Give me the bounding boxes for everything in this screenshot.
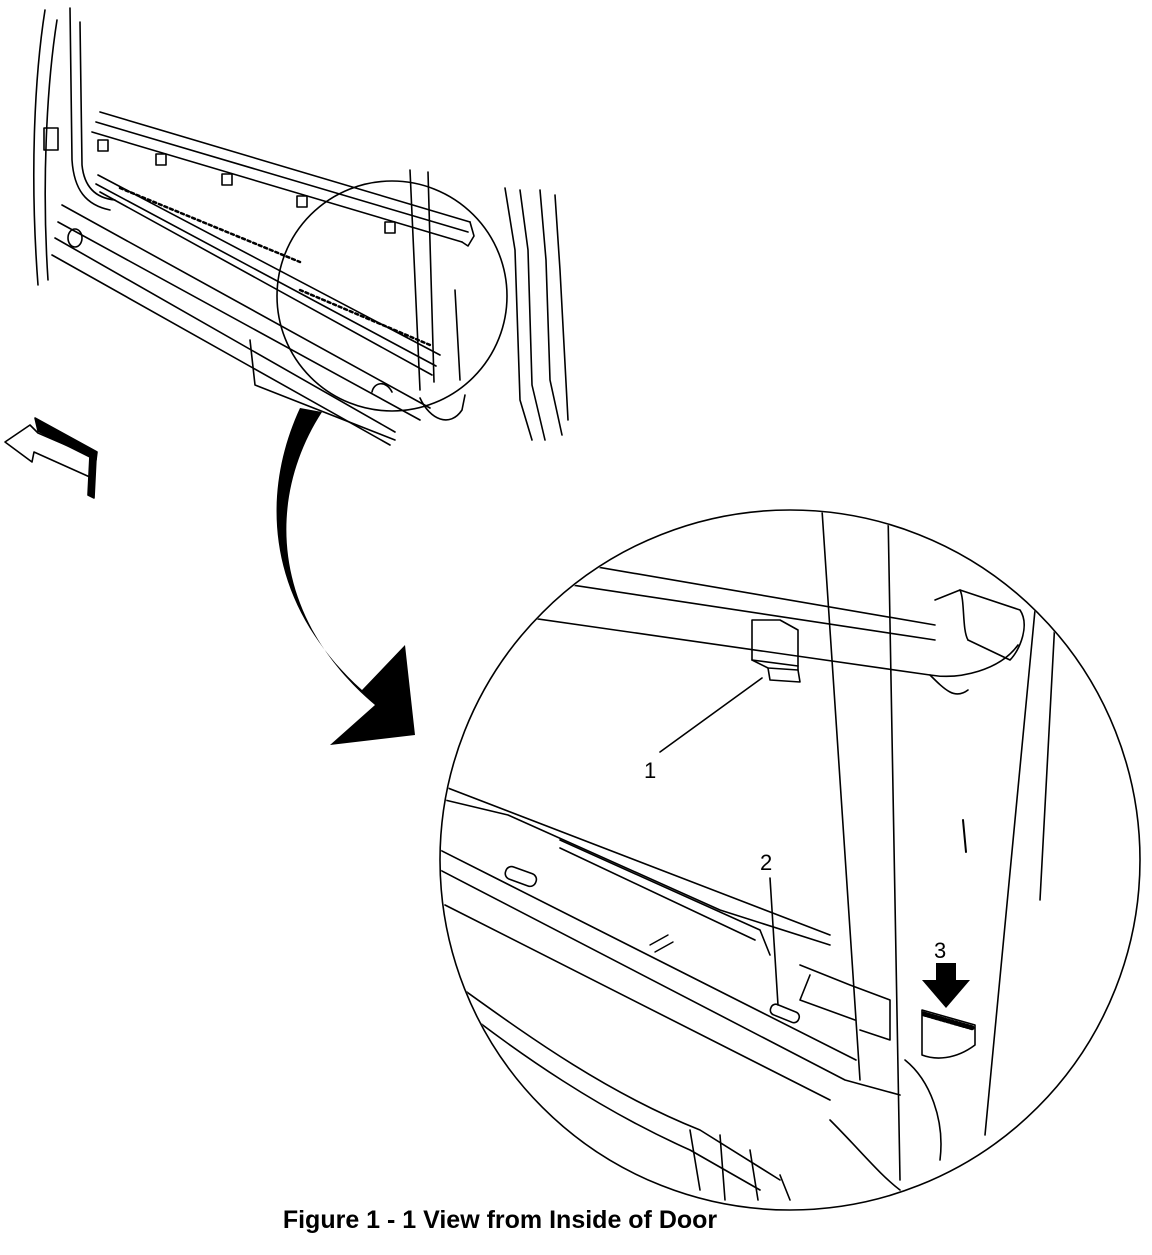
zoom-arrow-icon	[276, 408, 415, 745]
callout-1: 1	[644, 758, 656, 783]
detail-view	[439, 509, 1141, 1211]
retainer-clip	[751, 619, 801, 683]
view-direction-arrow-icon	[4, 417, 98, 499]
zoom-circle	[276, 180, 508, 412]
detail-circle	[439, 509, 1141, 1211]
callout-2: 2	[760, 850, 772, 875]
figure-caption: Figure 1 - 1 View from Inside of Door	[282, 1206, 718, 1234]
door-overview	[32, 7, 569, 446]
callout-3: 3	[934, 938, 946, 963]
callout-3-arrow-icon	[922, 963, 970, 1008]
